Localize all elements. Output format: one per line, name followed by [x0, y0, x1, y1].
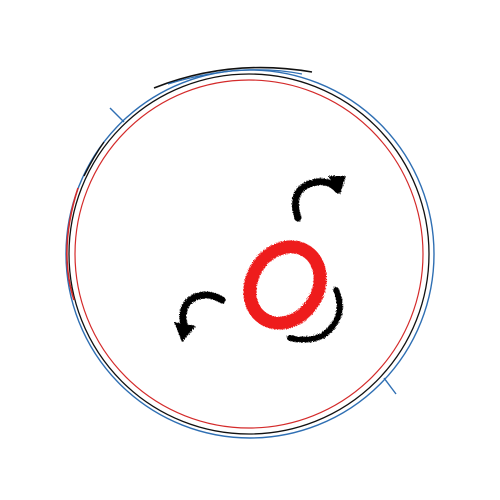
arena-arc-fragment-top-blue	[167, 69, 303, 85]
arena-boundary	[65, 66, 435, 439]
player-red-ring-icon[interactable]	[236, 234, 334, 337]
player-shield-arc	[287, 287, 343, 343]
enemy-curved-arrow-icon[interactable]	[174, 291, 226, 342]
enemy-curved-arrow-icon[interactable]	[291, 176, 346, 222]
arena-middle-ring	[68, 73, 430, 435]
arena-arc-fragment-left-black	[83, 141, 105, 177]
arena-inner-ring	[74, 79, 424, 429]
arena-tick-bottom-right	[383, 377, 397, 395]
arena-arc-fragment-top-black	[153, 66, 313, 89]
arena-tick-top-left	[109, 107, 125, 123]
arena-arc-fragment-left-red	[66, 187, 79, 301]
arena-outer-ring	[65, 69, 435, 439]
